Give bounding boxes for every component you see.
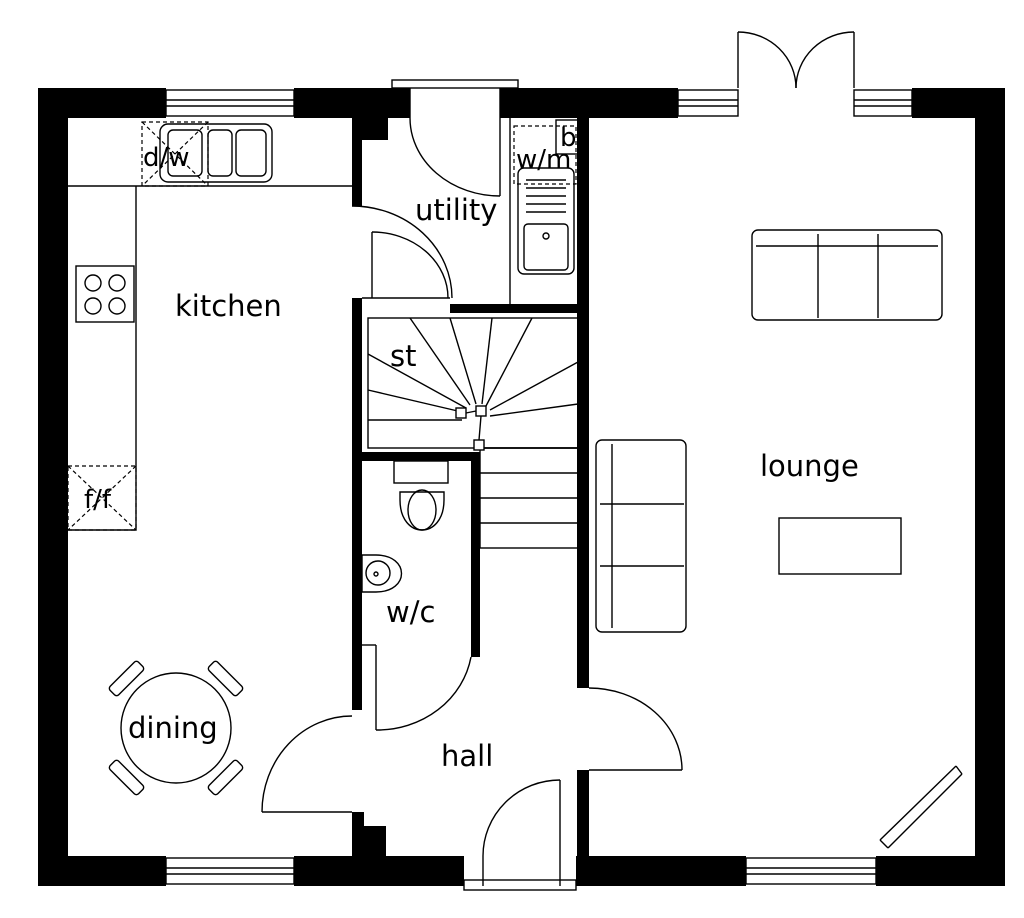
label-fridge-freezer: f/f <box>84 485 112 515</box>
tv-unit <box>879 765 963 849</box>
dining-set <box>108 660 244 796</box>
label-dining: dining <box>128 711 218 745</box>
wc-fixtures <box>361 460 449 593</box>
label-dishwasher: d/w <box>143 143 190 173</box>
door-hall-lounge <box>588 687 683 771</box>
label-utility: utility <box>415 193 497 227</box>
door-lounge-french <box>737 31 855 89</box>
kitchen-sink <box>159 123 273 183</box>
label-hall: hall <box>441 739 493 773</box>
label-kitchen: kitchen <box>175 289 282 323</box>
utility-units <box>509 118 579 304</box>
window-kitchen-bottom <box>165 857 295 885</box>
label-washing-machine: w/m <box>516 145 571 175</box>
window-lounge-bottom <box>745 857 877 885</box>
label-stairs: st <box>390 339 416 373</box>
hob <box>75 265 135 323</box>
room-labels: kitchen utility lounge st w/c hall dinin… <box>128 193 859 773</box>
label-lounge: lounge <box>760 449 859 483</box>
lounge-furniture <box>595 229 963 849</box>
door-hall-kitchen <box>261 715 353 813</box>
sofa-top <box>751 229 943 321</box>
door-utility-external <box>391 79 519 197</box>
windows <box>165 89 913 885</box>
label-wc: w/c <box>386 595 435 629</box>
window-lounge-top-left <box>677 89 739 117</box>
kitchen-units <box>67 121 352 531</box>
appliance-labels: d/w w/m b f/f <box>84 123 577 515</box>
internal-walls <box>352 118 589 856</box>
coffee-table <box>778 517 902 575</box>
window-lounge-top-right <box>853 89 913 117</box>
doors <box>261 31 855 891</box>
window-kitchen-top <box>165 89 295 117</box>
label-boiler: b <box>560 123 577 153</box>
sofa-left <box>595 439 687 633</box>
staircase <box>367 317 579 549</box>
external-walls <box>38 88 1005 886</box>
door-wc <box>362 644 472 731</box>
door-kitchen-utility <box>351 205 453 299</box>
door-front <box>463 779 577 891</box>
